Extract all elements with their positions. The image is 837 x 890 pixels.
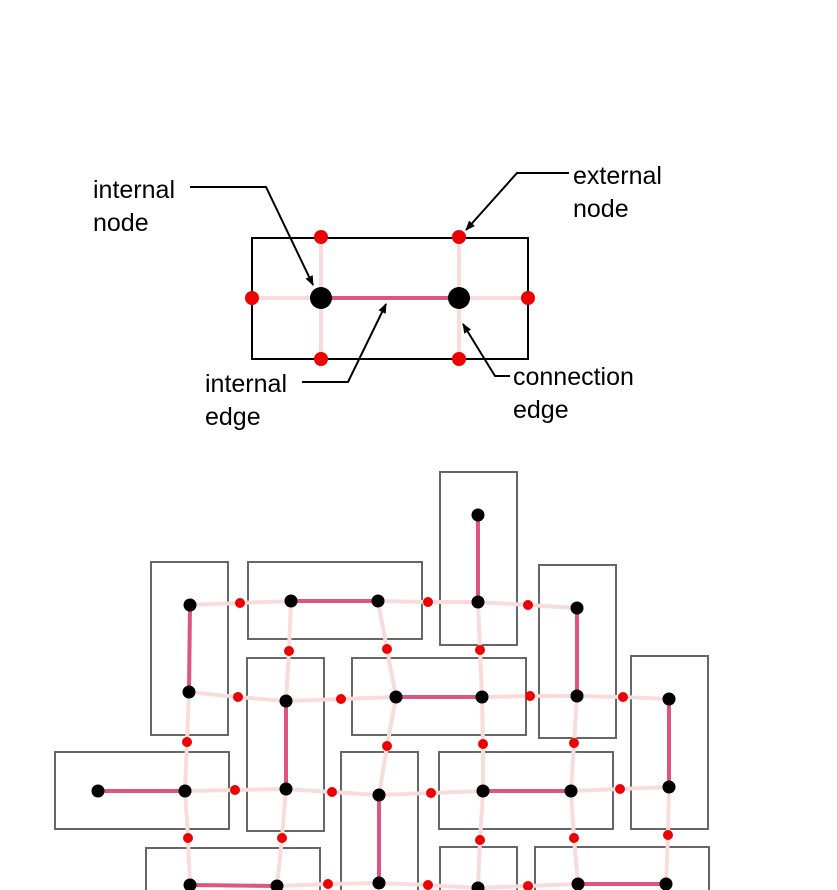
external-node-leader — [465, 172, 569, 231]
external-node — [382, 741, 392, 751]
internal-node — [662, 692, 676, 706]
internal-node — [183, 878, 197, 890]
legend-external-nodes — [245, 230, 535, 366]
connection-edge-leader — [462, 323, 510, 377]
legend-external-node — [521, 291, 535, 305]
internal-edges — [98, 515, 671, 888]
internal-node-leader — [190, 186, 314, 286]
legend-annotations — [190, 172, 569, 383]
internal-node — [91, 784, 105, 798]
tile-box — [538, 564, 617, 739]
legend-external-node — [245, 291, 259, 305]
tile-boxes — [54, 471, 710, 890]
external-node — [327, 787, 337, 797]
tile-box — [246, 657, 325, 832]
internal-node — [279, 782, 293, 796]
external-node — [523, 600, 533, 610]
tile-box — [150, 561, 229, 736]
internal-node — [571, 877, 585, 890]
external-node-label: external node — [573, 162, 669, 223]
internal-node — [475, 690, 489, 704]
internal-node — [659, 877, 673, 890]
internal-edge — [189, 883, 278, 888]
legend-labels: internal node external node internal edg… — [93, 162, 669, 431]
internal-node — [183, 598, 197, 612]
legend-external-node — [452, 230, 466, 244]
external-node — [336, 694, 346, 704]
external-node — [382, 644, 392, 654]
external-node — [569, 833, 579, 843]
legend-external-node — [314, 230, 328, 244]
external-node — [423, 880, 433, 890]
internal-node — [182, 685, 196, 699]
external-node — [615, 784, 625, 794]
connection-edges — [183, 599, 671, 890]
internal-node — [372, 876, 386, 890]
external-node — [475, 645, 485, 655]
external-node — [182, 737, 192, 747]
external-node — [426, 788, 436, 798]
internal-node — [471, 508, 485, 522]
internal-node — [570, 601, 584, 615]
legend-external-node — [452, 352, 466, 366]
external-node — [478, 739, 488, 749]
internal-nodes — [91, 508, 676, 890]
external-node — [663, 830, 673, 840]
external-node — [569, 738, 579, 748]
internal-node — [284, 594, 298, 608]
tile-box — [145, 847, 321, 890]
internal-edge — [187, 604, 192, 693]
external-node — [183, 833, 193, 843]
internal-edge-label: internal edge — [205, 370, 294, 431]
internal-node — [471, 881, 485, 890]
connection-edge-label: connection edge — [513, 363, 641, 424]
internal-node — [662, 780, 676, 794]
legend-external-node — [314, 352, 328, 366]
external-node — [277, 833, 287, 843]
external-node — [235, 598, 245, 608]
internal-node — [371, 594, 385, 608]
internal-node-label: internal node — [93, 176, 182, 237]
external-node — [323, 879, 333, 889]
tile-box — [534, 846, 710, 890]
external-node — [618, 692, 628, 702]
external-node — [423, 597, 433, 607]
external-node — [284, 646, 294, 656]
external-node — [523, 881, 533, 890]
internal-node — [372, 788, 386, 802]
internal-node — [570, 689, 584, 703]
internal-node — [270, 879, 284, 890]
internal-node — [389, 690, 403, 704]
legend-internal-node — [448, 287, 470, 309]
internal-node — [279, 694, 293, 708]
internal-node — [476, 784, 490, 798]
legend-internal-nodes — [310, 287, 470, 309]
legend-internal-node — [310, 287, 332, 309]
internal-edge-leader — [302, 303, 387, 383]
legend-tile — [245, 230, 535, 366]
internal-node — [178, 784, 192, 798]
external-node — [230, 785, 240, 795]
internal-node — [564, 784, 578, 798]
external-node — [475, 835, 485, 845]
external-node — [233, 692, 243, 702]
tile-box — [340, 751, 419, 890]
external-nodes — [182, 597, 673, 890]
internal-node — [471, 595, 485, 609]
external-node — [525, 691, 535, 701]
